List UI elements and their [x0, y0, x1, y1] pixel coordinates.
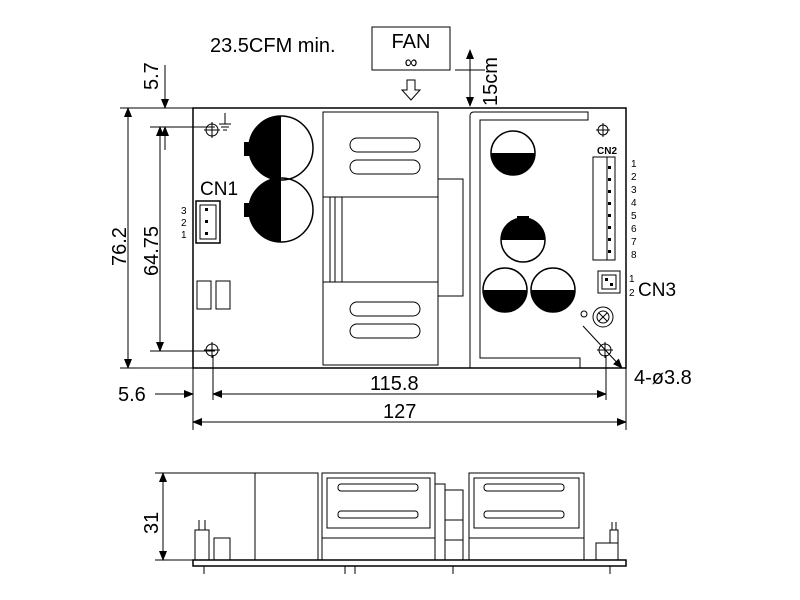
cn1-pin-3: 3 [181, 206, 187, 217]
left-offset-label: 5.6 [118, 384, 146, 406]
hole-height-label: 64.75 [141, 226, 163, 276]
cn3-connector [597, 270, 621, 294]
mounting-hole-top-left [204, 122, 220, 138]
side-cn2 [595, 522, 619, 561]
side-cn1 [194, 520, 231, 561]
output-capacitor-middle [500, 216, 546, 263]
component-square-b [215, 280, 231, 310]
input-capacitor-bottom [244, 177, 314, 243]
component-square-a [196, 280, 212, 310]
ground-symbol-icon [219, 113, 231, 131]
heatsink-bracket [469, 111, 589, 368]
side-height-label: 31 [141, 512, 163, 534]
cn3-pin-1: 1 [629, 274, 635, 285]
cn2-pin-8: 8 [631, 250, 637, 261]
potentiometer-icon [580, 306, 614, 328]
outer-width-label: 127 [383, 401, 416, 423]
fan-label: FAN [392, 31, 431, 53]
cn1-pin-2: 2 [181, 218, 187, 229]
side-heatsink [468, 472, 585, 561]
outer-height-label: 76.2 [109, 227, 131, 266]
side-view: 31 [141, 472, 627, 574]
transformer [322, 111, 464, 366]
cn2-connector [592, 156, 616, 261]
hole-callout-label: 4-ø3.8 [634, 367, 692, 389]
output-capacitor-left [482, 267, 528, 313]
cn3-label: CN3 [638, 280, 676, 301]
cn1-label: CN1 [200, 179, 238, 200]
fan-box [371, 26, 451, 71]
cn2-pin-5: 5 [631, 211, 637, 222]
output-capacitor-top [490, 130, 536, 176]
mounting-hole-bottom-right [597, 342, 613, 358]
mounting-hole-bottom-left [204, 342, 220, 358]
output-capacitor-right [530, 267, 576, 313]
fan-distance-label: 15cm [480, 57, 502, 106]
cn2-pin-6: 6 [631, 224, 637, 235]
cn2-pin-7: 7 [631, 237, 637, 248]
cn2-pin-1: 1 [631, 159, 637, 170]
top-view-dimensions: 5.7 76.2 64.75 5.6 115.8 127 4-ø3.8 [109, 62, 692, 430]
top-offset-label: 5.7 [141, 62, 163, 90]
side-transformer [321, 472, 464, 561]
cn2-label: CN2 [597, 146, 617, 157]
side-pcb [192, 559, 627, 567]
fan-annotation: 23.5CFM min. FAN ∞ 15cm [210, 26, 502, 107]
side-pins [203, 566, 611, 574]
cn2-pin-4: 4 [631, 198, 637, 209]
hole-width-label: 115.8 [370, 373, 419, 395]
cn1-connector [195, 200, 221, 244]
input-capacitor-top [244, 115, 314, 181]
mounting-hole-top-right [596, 123, 610, 137]
hole-leader [582, 325, 623, 369]
cn2-pin-3: 3 [631, 185, 637, 196]
cn2-pin-2: 2 [631, 172, 637, 183]
pcb-outline [192, 107, 627, 369]
side-capacitor-body [254, 472, 319, 561]
fan-symbol: ∞ [405, 52, 418, 72]
cn3-pin-2: 2 [629, 288, 635, 299]
cn1-pin-1: 1 [181, 230, 187, 241]
airflow-arrow [400, 79, 422, 101]
top-view-board: CN1 3 2 1 [181, 107, 676, 369]
fan-airflow-label: 23.5CFM min. [210, 35, 336, 57]
